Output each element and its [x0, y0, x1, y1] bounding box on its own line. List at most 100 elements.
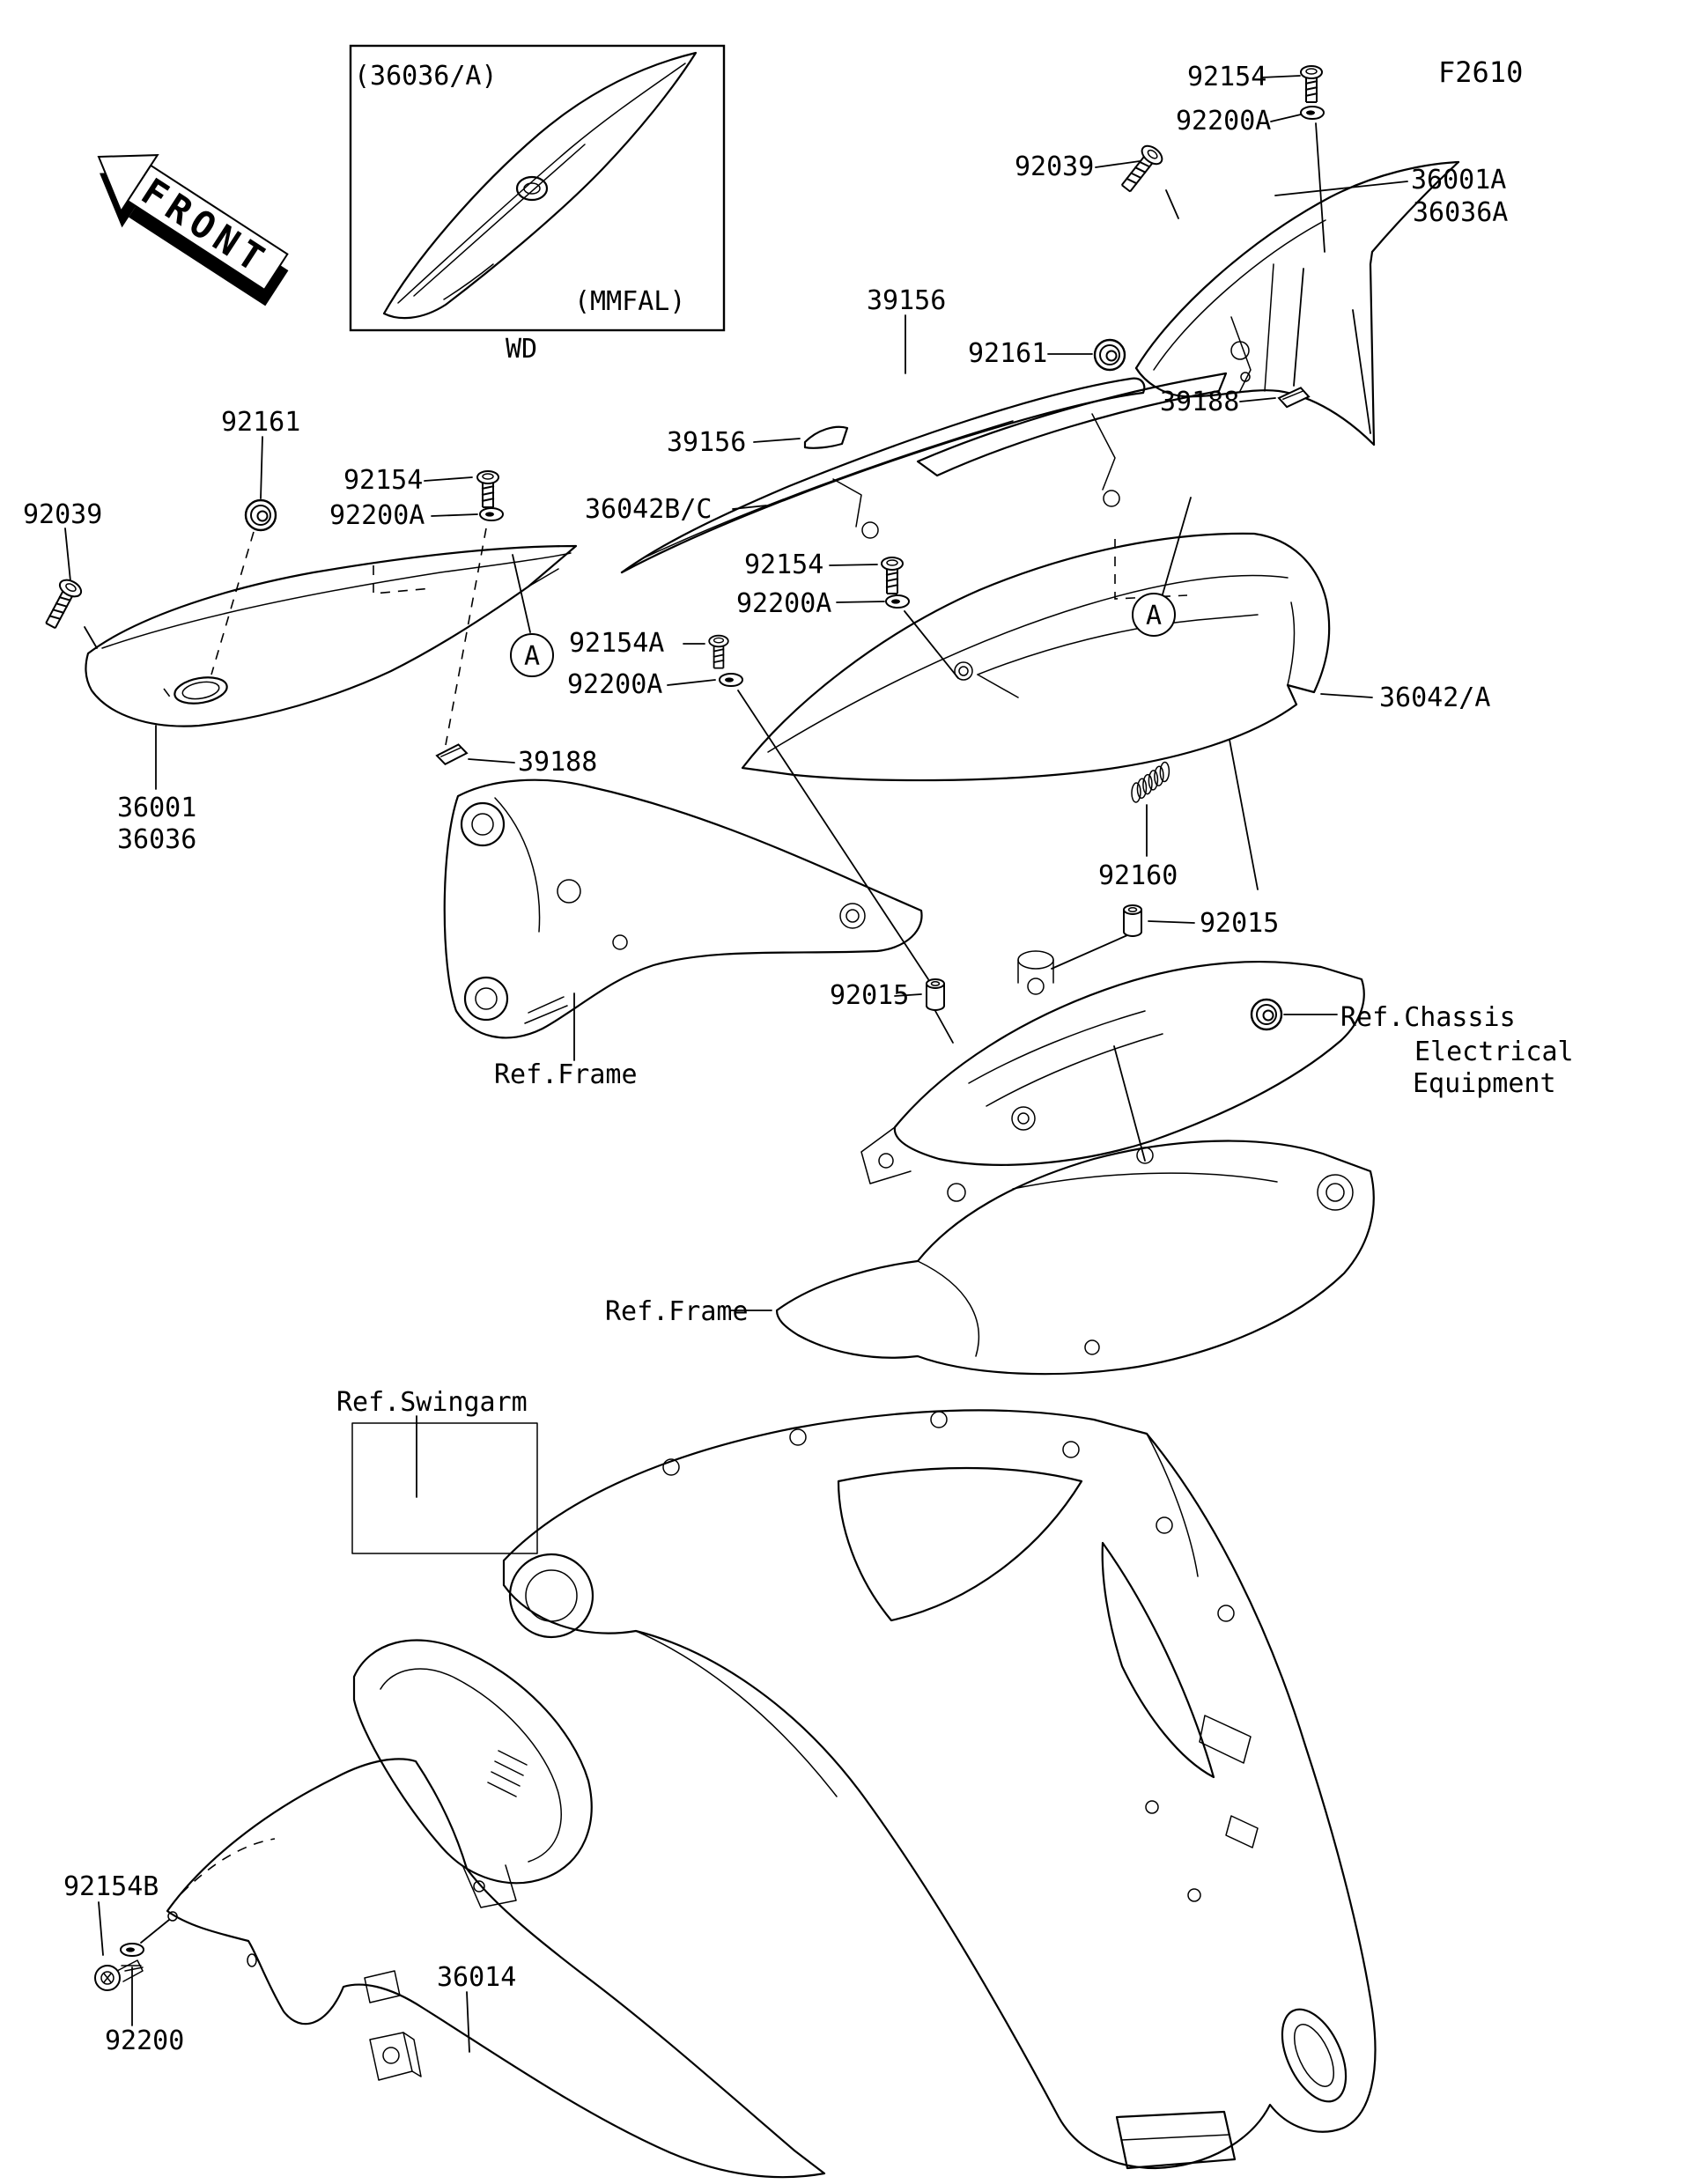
label-92154a: 92154A [569, 628, 664, 659]
label-36001: 36001 [117, 793, 196, 823]
leader-36042bc [732, 505, 767, 510]
screw-92154-left-icon [476, 470, 499, 508]
washer-92200a-detail-icon [719, 673, 743, 687]
label-92161-left: 92161 [221, 407, 300, 438]
label-92161-right: 92161 [968, 338, 1047, 369]
label-92200a-left: 92200A [329, 500, 425, 531]
detail-marker-a-left: A [510, 554, 554, 677]
label-39156-lower: 39156 [667, 427, 746, 458]
damper-92015-left-icon [926, 978, 945, 1011]
leader-36042a [1320, 693, 1373, 698]
leader-92039-left [64, 528, 98, 649]
label-92015-right: 92015 [1200, 908, 1279, 939]
part-trim-39156-lower [803, 425, 849, 449]
label-92039-right: 92039 [1015, 151, 1094, 182]
label-92154b: 92154B [63, 1871, 159, 1902]
leader-36001a [1274, 181, 1408, 196]
inset-view-code: WD [506, 334, 537, 365]
label-36042bc: 36042B/C [585, 494, 713, 525]
part-cover-center [741, 532, 1331, 782]
label-ref-frame-lower: Ref.Frame [605, 1296, 749, 1327]
leader-ref-swingarm [351, 1415, 538, 1554]
leader-92154-mid [829, 564, 878, 566]
leader-39156-lower [753, 438, 801, 443]
screw-92154b-icon [94, 1959, 144, 1991]
inset-border [349, 44, 726, 332]
label-39188-right: 39188 [1160, 387, 1239, 417]
part-frame-bracket [443, 778, 923, 1039]
label-36036a: 36036A [1413, 197, 1508, 228]
label-36014: 36014 [437, 1962, 516, 1993]
label-ref-chassis-2: Electrical [1414, 1037, 1574, 1067]
leader-92015-right [1051, 739, 1259, 970]
label-92160: 92160 [1098, 860, 1178, 891]
leader-92154-left [424, 476, 473, 482]
inset-part-ref: (36036/A) [354, 61, 498, 92]
grommet-92161-left-icon [244, 498, 277, 532]
leader-39188-right [1239, 268, 1371, 434]
label-92200a-detail: 92200A [567, 669, 662, 700]
inset-cover-drawing [382, 51, 698, 320]
inset-color-code: (MMFAL) [574, 286, 685, 317]
label-ref-chassis-3: Equipment [1413, 1068, 1556, 1099]
detail-a-right-letter: A [1146, 601, 1162, 631]
leader-92200a-top [1270, 114, 1325, 253]
label-ref-chassis-1: Ref.Chassis [1340, 1002, 1516, 1033]
damper-92015-right-icon [1123, 904, 1142, 937]
clip-39188-right-icon [1277, 386, 1311, 409]
label-ref-frame-upper: Ref.Frame [494, 1059, 638, 1090]
part-cover-left [85, 544, 578, 727]
leader-92154-top [1260, 75, 1301, 78]
bolt-92039-left-icon [39, 575, 85, 632]
label-92154-left: 92154 [343, 465, 423, 496]
front-arrow-marker: FRONT [97, 154, 289, 306]
detail-marker-a-right: A [1132, 497, 1192, 637]
part-cover-right [1134, 160, 1460, 446]
bolt-92039-right-icon [1116, 141, 1167, 196]
washer-92200-icon [120, 1943, 144, 1957]
label-92200a-top: 92200A [1176, 106, 1271, 136]
inset-detail-box: (36036/A) (MMFAL) WD [349, 44, 726, 365]
part-cover-36042bc [620, 377, 1146, 574]
part-electrical-tray [860, 950, 1365, 1184]
leader-39188-left [468, 758, 515, 764]
leader-ref-chassis [1113, 1014, 1338, 1162]
leader-92161-left [210, 436, 263, 675]
washer-92200a-left-icon [479, 507, 504, 521]
screw-92154-top-icon [1300, 65, 1323, 103]
label-92154-top: 92154 [1187, 62, 1266, 92]
front-arrow-shaft [126, 164, 289, 291]
screw-92154-mid-icon [881, 557, 904, 594]
label-36001a: 36001A [1411, 165, 1506, 196]
part-chain-guard [352, 1639, 593, 1908]
leader-36014 [466, 1991, 470, 2053]
page-code: F2610 [1438, 55, 1523, 89]
part-chain-cover-36014 [166, 1758, 826, 2179]
label-36036: 36036 [117, 824, 196, 855]
part-rear-frame [775, 1140, 1375, 1376]
part-trim-39156-upper [916, 372, 1228, 477]
washer-92200a-top-icon [1300, 106, 1325, 120]
leader-92200 [131, 1919, 170, 2026]
grommet-92161-right-icon [1093, 338, 1126, 372]
label-92200a-mid: 92200A [736, 588, 831, 619]
leader-92200a-left [431, 513, 487, 746]
screw-92154a-icon [708, 634, 729, 669]
washer-92200a-mid-icon [885, 594, 910, 609]
label-36042a: 36042/A [1379, 682, 1490, 713]
leader-92154b [98, 1901, 104, 1956]
grommet-ref-chassis-icon [1250, 998, 1283, 1031]
leader-92200a-detail [667, 679, 929, 980]
label-ref-swingarm: Ref.Swingarm [336, 1387, 528, 1418]
leader-92015-left [894, 993, 954, 1044]
label-39188-left: 39188 [518, 747, 597, 778]
leader-92039-right [1095, 160, 1179, 219]
label-92039-left: 92039 [23, 499, 102, 530]
label-92154-mid: 92154 [744, 550, 823, 580]
label-39156-upper: 39156 [867, 285, 946, 316]
clip-39188-left-icon [434, 742, 469, 766]
part-swingarm [502, 1409, 1377, 2170]
leader-92200a-mid [836, 601, 959, 679]
